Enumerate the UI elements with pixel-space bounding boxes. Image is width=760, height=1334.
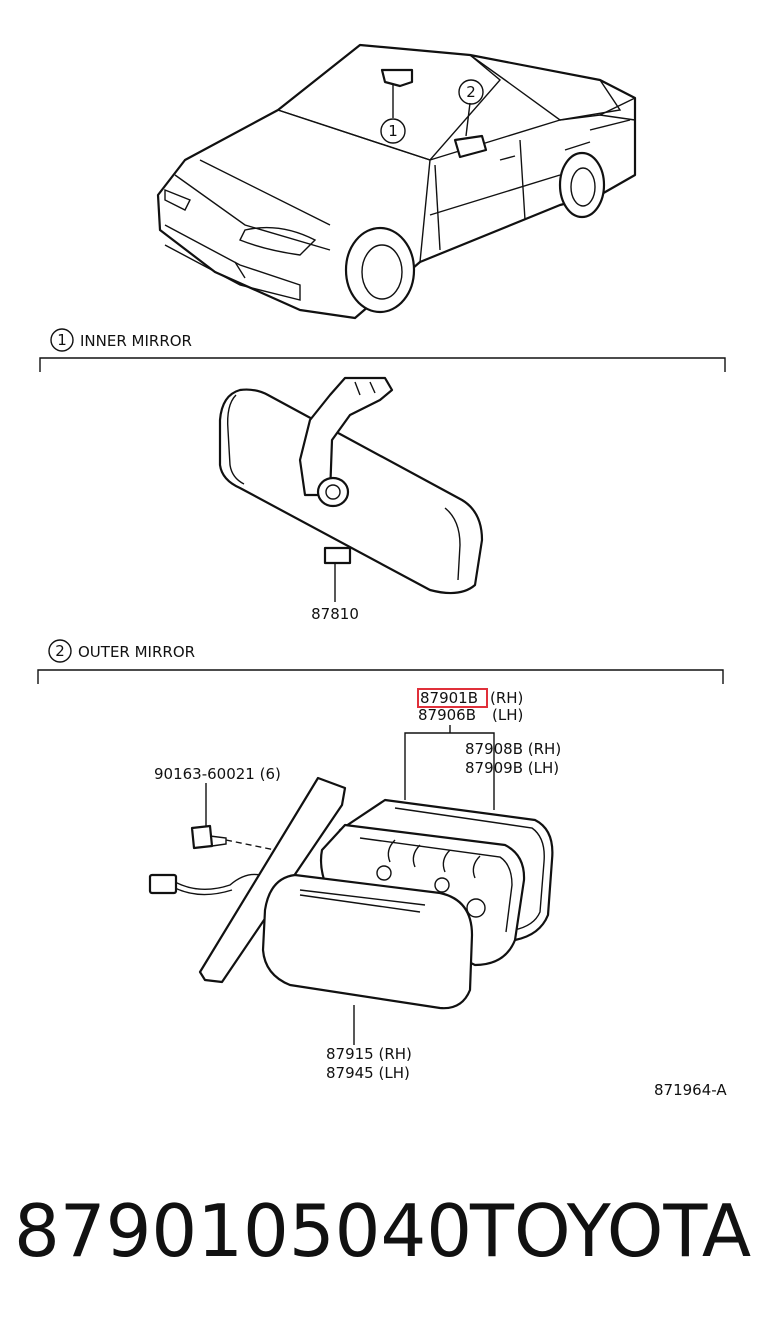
section-title: OUTER MIRROR <box>78 643 195 661</box>
section-header-inner: 1 INNER MIRROR <box>39 328 726 372</box>
part-label-side-rh: (RH) <box>490 689 523 707</box>
highlight-box <box>417 688 488 708</box>
part-label-side-lh: (LH) <box>492 706 523 724</box>
outer-mirror-drawing <box>148 725 554 1045</box>
svg-text:1: 1 <box>388 122 398 140</box>
part-label-mirror-assy-rh[interactable]: 87901B <box>420 689 478 707</box>
part-label-glass-lh: 87909B (LH) <box>465 759 559 777</box>
svg-text:2: 2 <box>466 83 476 101</box>
part-label-inner-mirror: 87810 <box>311 605 359 623</box>
section-header-outer: 2 OUTER MIRROR <box>37 639 724 684</box>
diagram-code: 871964-A <box>654 1081 727 1099</box>
section-number: 1 <box>57 331 67 349</box>
footer-part-number: 8790105040 <box>14 1189 472 1273</box>
inner-mirror-drawing <box>218 376 484 602</box>
footer-brand: TOYOTA <box>469 1189 751 1273</box>
car-illustration <box>156 43 637 320</box>
part-label-cover-lh: 87945 (LH) <box>326 1064 410 1082</box>
callout-2: 2 <box>458 79 484 105</box>
part-label-cover-rh: 87915 (RH) <box>326 1045 412 1063</box>
callout-1: 1 <box>380 118 406 144</box>
part-label-screw: 90163-60021 (6) <box>154 765 281 783</box>
part-label-glass-rh: 87908B (RH) <box>465 740 561 758</box>
section-number: 2 <box>55 642 65 660</box>
part-label-mirror-assy-lh: 87906B <box>418 706 476 724</box>
section-title: INNER MIRROR <box>80 332 192 350</box>
